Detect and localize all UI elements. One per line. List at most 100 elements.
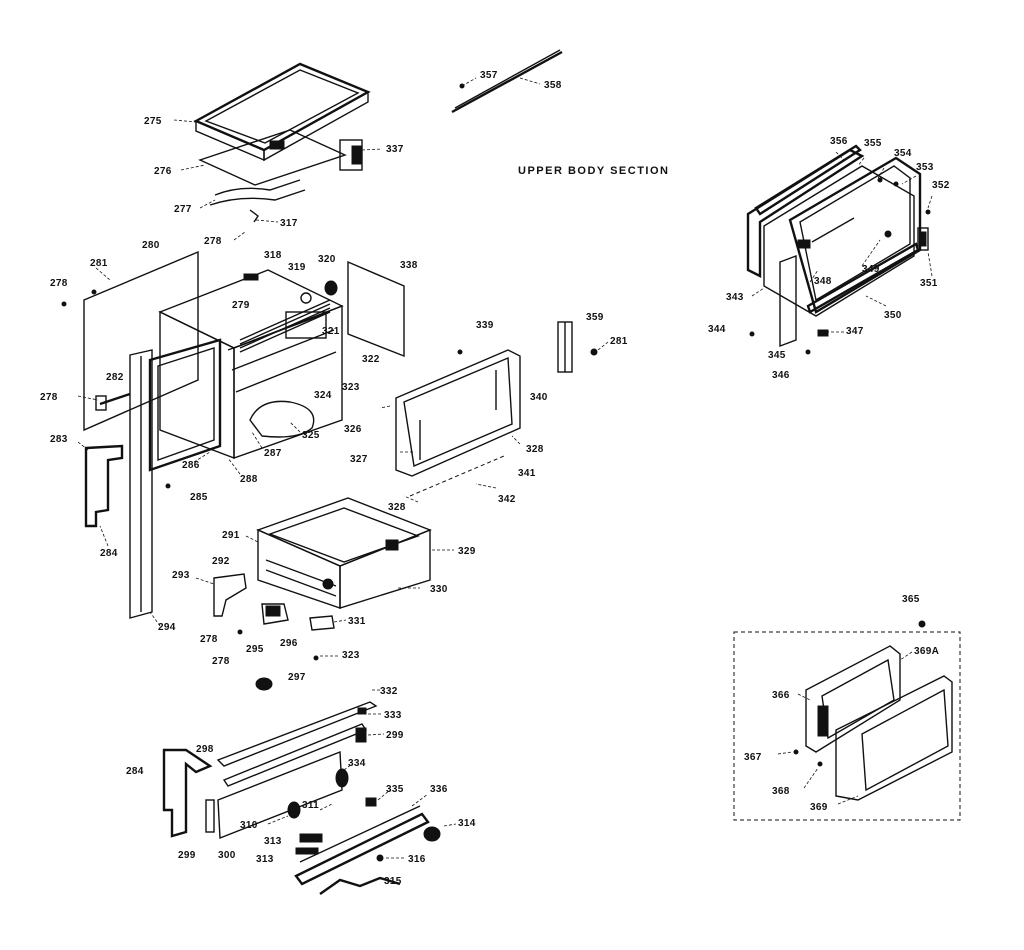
label-331: 331 <box>348 616 366 627</box>
label-347: 347 <box>846 326 864 337</box>
label-276: 276 <box>154 166 172 177</box>
label-282: 282 <box>106 372 124 383</box>
label-327: 327 <box>350 454 368 465</box>
label-318: 318 <box>264 250 282 261</box>
label-299-right: 299 <box>386 730 404 741</box>
label-329: 329 <box>458 546 476 557</box>
label-328-right: 328 <box>526 444 544 455</box>
label-277: 277 <box>174 204 192 215</box>
label-342: 342 <box>498 494 516 505</box>
section-title: UPPER BODY SECTION <box>518 165 670 177</box>
label-367: 367 <box>744 752 762 763</box>
label-325: 325 <box>302 430 320 441</box>
label-322: 322 <box>362 354 380 365</box>
label-332: 332 <box>380 686 398 697</box>
bracket-359 <box>557 321 609 373</box>
label-278-lower-a: 278 <box>200 634 218 645</box>
label-323-upper: 323 <box>342 382 360 393</box>
label-338: 338 <box>400 260 418 271</box>
label-351: 351 <box>920 278 938 289</box>
label-294: 294 <box>158 622 176 633</box>
label-310: 310 <box>240 820 258 831</box>
label-369: 369 <box>810 802 828 813</box>
label-335: 335 <box>386 784 404 795</box>
label-279: 279 <box>232 300 250 311</box>
control-strip-assembly <box>162 689 457 895</box>
label-316: 316 <box>408 854 426 865</box>
label-344: 344 <box>708 324 726 335</box>
label-337: 337 <box>386 144 404 155</box>
label-369a: 369A <box>914 646 939 657</box>
label-275: 275 <box>144 116 162 127</box>
label-353: 353 <box>916 162 934 173</box>
label-320: 320 <box>318 254 336 265</box>
label-281-right: 281 <box>610 336 628 347</box>
label-330: 330 <box>430 584 448 595</box>
label-341: 341 <box>518 468 536 479</box>
label-339: 339 <box>476 320 494 331</box>
label-357: 357 <box>480 70 498 81</box>
label-292: 292 <box>212 556 230 567</box>
label-317: 317 <box>280 218 298 229</box>
rod-assembly <box>451 49 563 114</box>
label-313-a: 313 <box>264 836 282 847</box>
label-285: 285 <box>190 492 208 503</box>
label-311: 311 <box>302 800 319 811</box>
label-278-lower-b: 278 <box>212 656 230 667</box>
label-368: 368 <box>772 786 790 797</box>
label-298: 298 <box>196 744 214 755</box>
door-frame-assembly <box>379 349 521 503</box>
label-321: 321 <box>322 326 340 337</box>
label-366: 366 <box>772 690 790 701</box>
label-352: 352 <box>932 180 950 191</box>
label-346: 346 <box>772 370 790 381</box>
label-284-lower: 284 <box>126 766 144 777</box>
label-328-bottom: 328 <box>388 502 406 513</box>
label-319: 319 <box>288 262 306 273</box>
label-315: 315 <box>384 876 402 887</box>
label-280: 280 <box>142 240 160 251</box>
label-314: 314 <box>458 818 476 829</box>
label-299-left: 299 <box>178 850 196 861</box>
label-287: 287 <box>264 448 282 459</box>
label-283: 283 <box>50 434 68 445</box>
label-356: 356 <box>830 136 848 147</box>
label-354: 354 <box>894 148 912 159</box>
label-278-top: 278 <box>204 236 222 247</box>
label-365: 365 <box>902 594 920 605</box>
label-340: 340 <box>530 392 548 403</box>
label-324: 324 <box>314 390 332 401</box>
label-358: 358 <box>544 80 562 91</box>
panel-kit-assembly <box>733 620 961 821</box>
label-323-lower: 323 <box>342 650 360 661</box>
label-295: 295 <box>246 644 264 655</box>
label-333: 333 <box>384 710 402 721</box>
label-286: 286 <box>182 460 200 471</box>
label-334: 334 <box>348 758 366 769</box>
leg-assembly <box>149 573 347 691</box>
label-345: 345 <box>768 350 786 361</box>
top-panel-assembly <box>173 62 383 241</box>
oven-body-assembly <box>61 250 405 619</box>
door-assembly <box>746 144 933 355</box>
label-359: 359 <box>586 312 604 323</box>
bottom-tray-assembly <box>245 497 454 609</box>
label-343: 343 <box>726 292 744 303</box>
label-284-upper: 284 <box>100 548 118 559</box>
part-labels: 275 276 277 317 278 337 357 358 280 281 … <box>40 70 950 887</box>
label-278-mid: 278 <box>40 392 58 403</box>
label-350: 350 <box>884 310 902 321</box>
label-326: 326 <box>344 424 362 435</box>
label-288: 288 <box>240 474 258 485</box>
label-281-left: 281 <box>90 258 108 269</box>
label-355: 355 <box>864 138 882 149</box>
label-349: 349 <box>862 264 880 275</box>
label-336: 336 <box>430 784 448 795</box>
label-313-b: 313 <box>256 854 274 865</box>
label-348: 348 <box>814 276 832 287</box>
label-291: 291 <box>222 530 240 541</box>
label-300: 300 <box>218 850 236 861</box>
label-296: 296 <box>280 638 298 649</box>
label-297: 297 <box>288 672 306 683</box>
